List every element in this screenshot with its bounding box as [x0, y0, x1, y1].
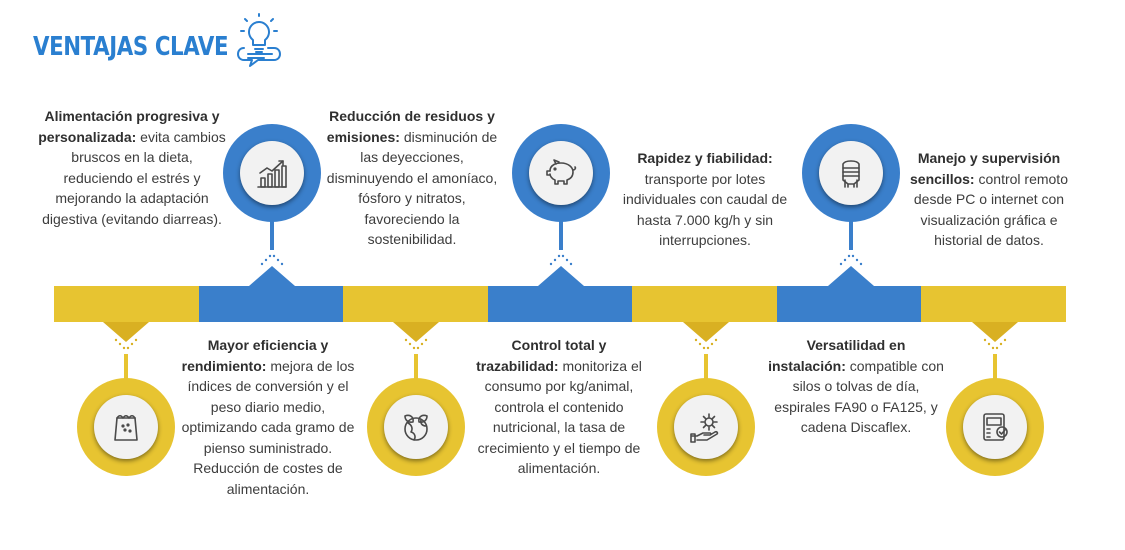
- timeline-segment: [343, 286, 488, 322]
- timeline-pointer: [538, 266, 584, 286]
- dotted-connector: [260, 254, 284, 266]
- timeline-segment: [54, 286, 199, 322]
- advantage-icon-circle: [802, 124, 900, 222]
- advantage-icon-circle: [77, 378, 175, 476]
- timeline-segment: [921, 286, 1067, 322]
- advantage-text: Mayor eficiencia y rendimiento: mejora d…: [181, 337, 355, 497]
- timeline-pointer: [393, 322, 439, 342]
- globe-leaf-icon: [404, 414, 428, 441]
- timeline-segment: [487, 286, 633, 322]
- gear-hand-icon: [690, 413, 719, 443]
- timeline-bar: [54, 286, 1067, 322]
- connector-stem: [270, 214, 274, 250]
- timeline-pointer: [249, 266, 295, 286]
- connector-stem: [414, 354, 418, 384]
- timeline-segment: [632, 286, 777, 322]
- silo-icon: [842, 160, 860, 188]
- growth-chart-icon: [257, 160, 287, 188]
- connector-stem: [124, 354, 128, 384]
- connector-stem: [993, 354, 997, 384]
- advantage-text: Rapidez y fiabilidad: transporte por lot…: [622, 150, 788, 248]
- dotted-connector: [694, 338, 718, 350]
- timeline-segment: [198, 286, 344, 322]
- pig-icon: [546, 159, 577, 185]
- control-panel-icon: [983, 413, 1008, 441]
- connector-stem: [704, 354, 708, 384]
- timeline-segment: [776, 286, 922, 322]
- connector-stem: [559, 214, 563, 250]
- dotted-connector: [549, 254, 573, 266]
- dotted-connector: [114, 338, 138, 350]
- advantage-icon-circle: [657, 378, 755, 476]
- page-title: VENTAJAS CLAVE: [33, 32, 229, 62]
- feed-bag-icon: [114, 414, 138, 441]
- timeline-pointer: [972, 322, 1018, 342]
- dotted-connector: [983, 338, 1007, 350]
- timeline-pointer: [683, 322, 729, 342]
- lightbulb-idea-icon: [237, 13, 281, 67]
- dotted-connector: [839, 254, 863, 266]
- advantage-text: Manejo y supervisión sencillos: control …: [910, 150, 1068, 248]
- advantage-icon-circle: [223, 124, 321, 222]
- connector-stem: [849, 214, 853, 250]
- dotted-connector: [404, 338, 428, 350]
- advantage-text: Reducción de residuos y emisiones: dismi…: [326, 108, 498, 247]
- advantage-text: Control total y trazabilidad: monitoriza…: [476, 337, 642, 476]
- advantage-icon-circle: [946, 378, 1044, 476]
- advantage-icon-circle: [512, 124, 610, 222]
- advantage-icon-circle: [367, 378, 465, 476]
- advantage-text: Versatilidad en instalación: compatible …: [768, 337, 944, 435]
- timeline-pointer: [103, 322, 149, 342]
- timeline-pointer: [828, 266, 874, 286]
- advantage-text: Alimentación progresiva y personalizada:…: [38, 108, 226, 227]
